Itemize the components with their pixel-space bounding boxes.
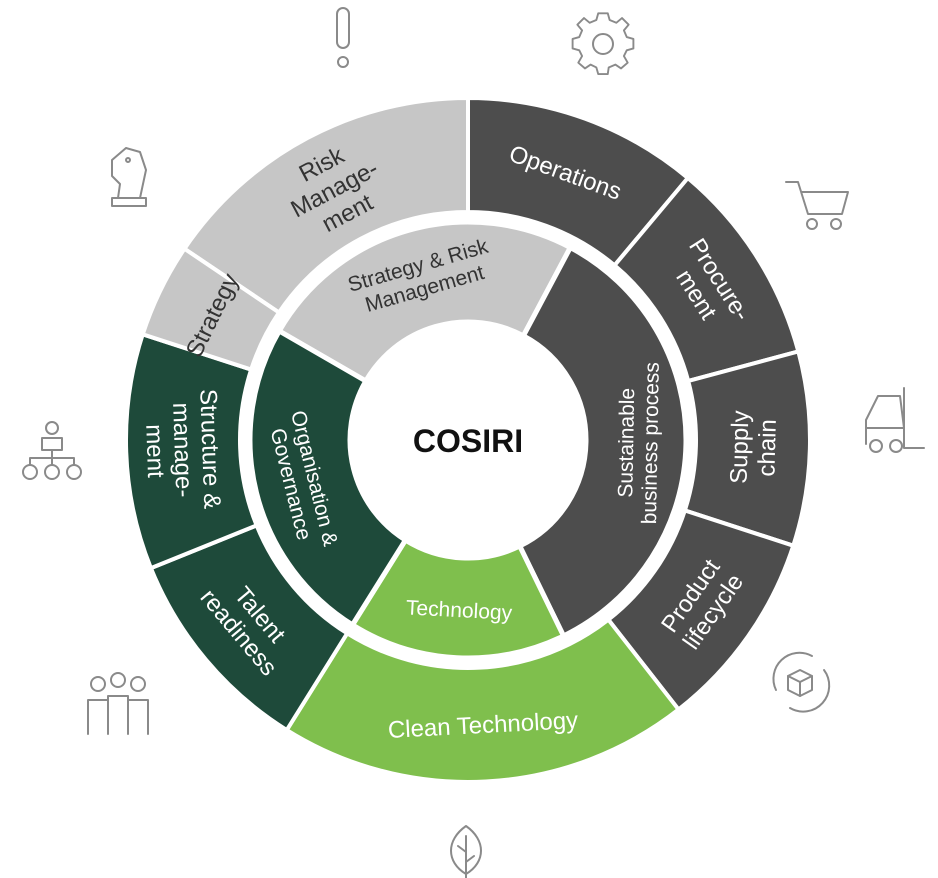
inner-sustainable-label-line: Sustainable — [614, 388, 639, 498]
center-circle — [350, 322, 586, 558]
exclamation-icon — [336, 7, 350, 68]
people-icon — [87, 672, 149, 735]
leaf-icon — [450, 825, 482, 878]
gear-icon — [571, 12, 635, 76]
recycle-box-icon — [772, 651, 831, 713]
shopping-cart-icon — [785, 181, 849, 230]
inner-technology-label-line: Technology — [405, 596, 513, 625]
outer-structure-label-line: Structure & — [194, 389, 225, 510]
inner-ring: Strategy & RiskManagementSustainablebusi… — [240, 212, 696, 668]
forklift-icon — [865, 387, 925, 453]
inner-technology-label: Technology — [405, 596, 513, 625]
outer-ring: RiskManage-mentOperationsProcure-mentSup… — [124, 95, 812, 784]
outer-structure-label-line: ment — [140, 424, 169, 479]
chess-knight-icon — [111, 147, 147, 207]
icon-ring — [22, 7, 925, 878]
ring-separator — [240, 212, 696, 668]
outer-supply-label-line: chain — [753, 419, 781, 477]
org-chart-icon — [22, 421, 82, 480]
inner-sustainable-label-line: business process — [638, 362, 664, 525]
outer-risk-label: RiskManage-ment — [274, 131, 396, 248]
center-label: COSIRI — [413, 423, 523, 459]
outer-supply-label-line: Supply — [726, 410, 755, 484]
outer-structure-label: Structure &manage-ment — [139, 389, 225, 512]
outer-structure-label-line: manage- — [167, 402, 197, 498]
outer-supply-label: Supplychain — [726, 410, 783, 485]
inner-sustainable-label: Sustainablebusiness process — [614, 361, 664, 524]
